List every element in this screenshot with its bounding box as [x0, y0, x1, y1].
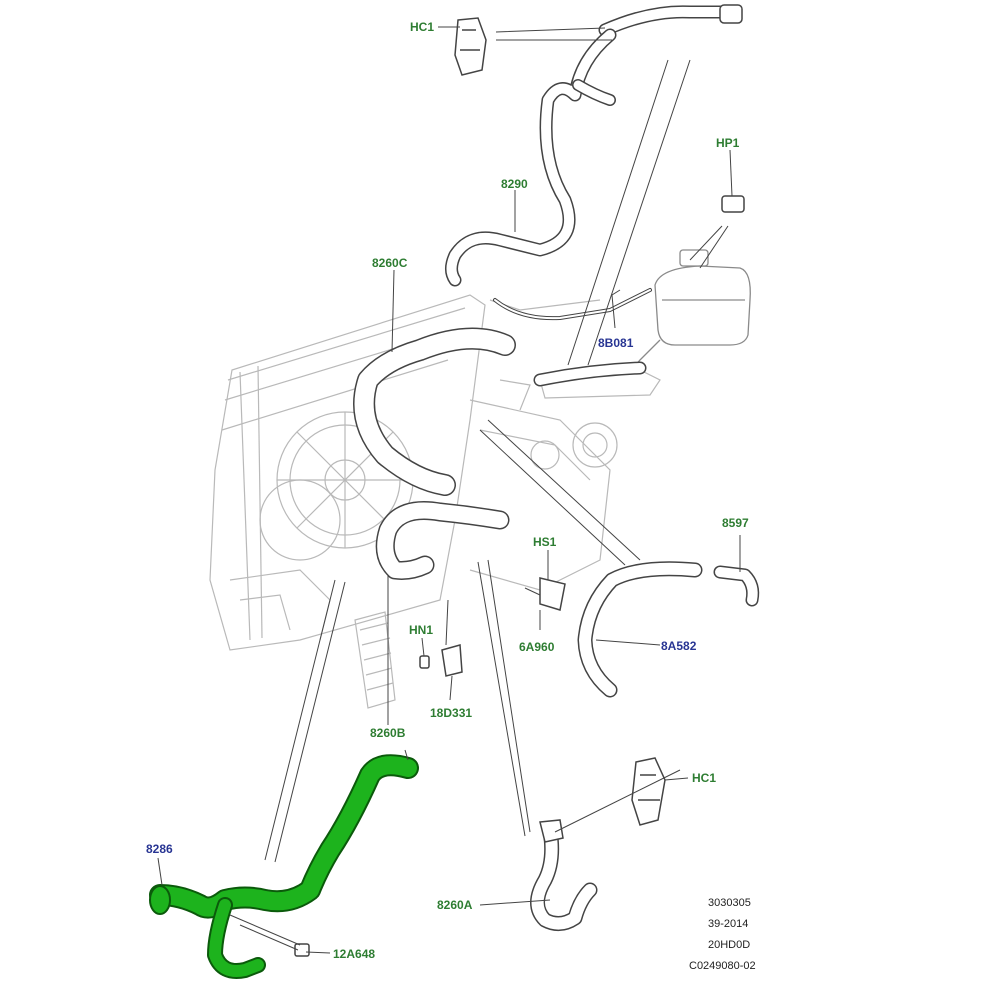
label-8b081: 8B081	[598, 336, 634, 350]
label-6a960: 6A960	[519, 640, 555, 654]
label-8260b: 8260B	[370, 726, 406, 740]
label-hn1: HN1	[409, 623, 434, 637]
label-8260c: 8260C	[372, 256, 408, 270]
expansion-tank	[629, 249, 751, 373]
hoses-line-art	[353, 4, 760, 931]
label-hp1: HP1	[716, 136, 740, 150]
label-18d331: 18D331	[430, 706, 473, 720]
label-8260a: 8260A	[437, 898, 473, 912]
reference-line-2: 39-2014	[708, 918, 749, 930]
label-8a582: 8A582	[661, 639, 697, 653]
label-8286: 8286	[146, 842, 173, 856]
reference-line-1: 3030305	[708, 897, 751, 909]
clips-and-brackets	[294, 17, 745, 957]
leader-lines	[157, 26, 741, 954]
label-12a648: 12A648	[333, 947, 376, 961]
reference-line-3: 20HD0D	[708, 939, 751, 951]
label-8597: 8597	[722, 516, 749, 530]
label-hs1: HS1	[533, 535, 557, 549]
label-hc1-top: HC1	[410, 20, 435, 34]
highlighted-hose-8286	[149, 754, 419, 979]
reference-line-4: C0249080-02	[689, 960, 756, 972]
label-8290: 8290	[501, 177, 528, 191]
label-hc1-bottom: HC1	[692, 771, 717, 785]
